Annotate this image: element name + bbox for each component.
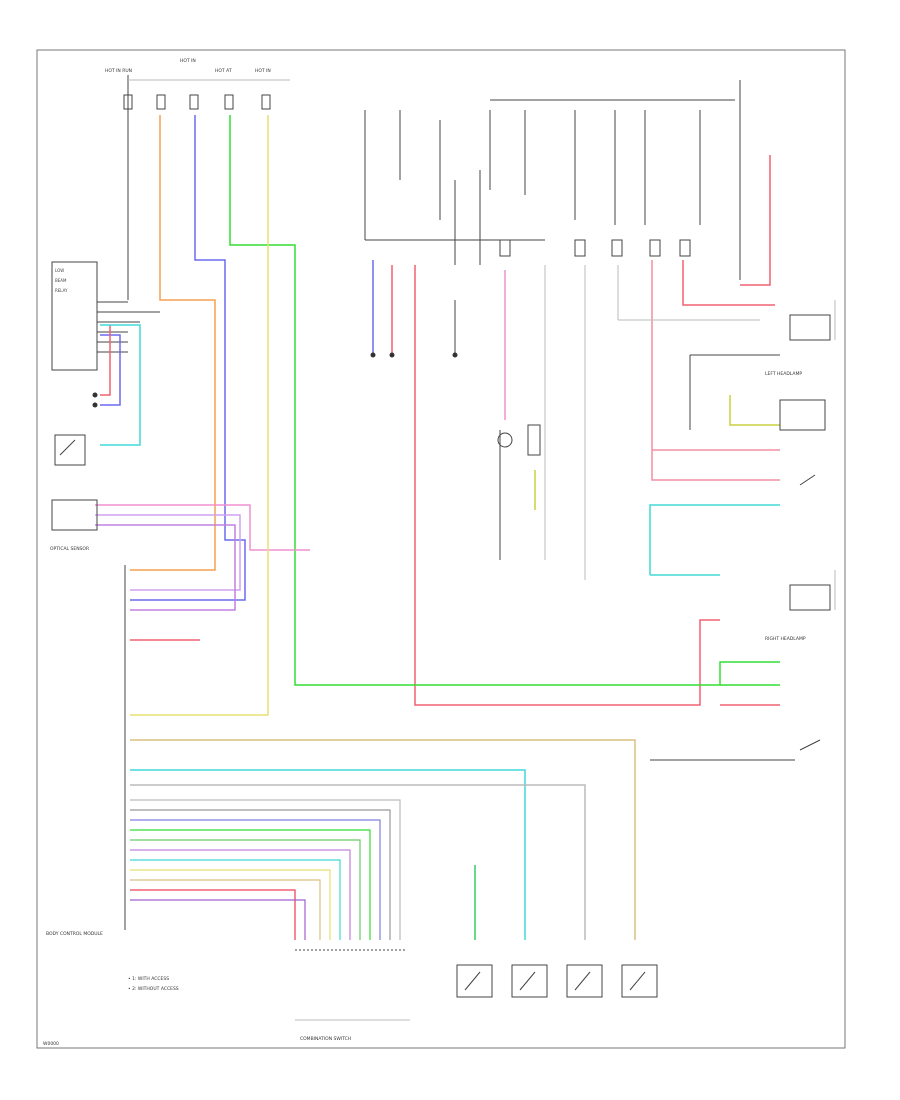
note-line-2: • 2: WITHOUT ACCESS <box>128 986 179 992</box>
bcm-connector-top: LOW BEAM RELAY <box>51 261 160 371</box>
svg-text:HOT AT: HOT AT <box>215 68 232 74</box>
label-combination-switch: COMBINATION SWITCH <box>300 1036 351 1042</box>
wire-green <box>229 115 780 686</box>
ground-symbols <box>92 352 458 408</box>
optical-sensor-block: OPTICAL SENSOR BODY CONTROL MODULE <box>46 434 126 937</box>
wire-red <box>100 325 111 396</box>
wire-orange <box>130 115 216 571</box>
svg-text:LOW: LOW <box>55 268 64 273</box>
wire-blue <box>130 115 246 601</box>
combination-switch-wires <box>130 799 410 1021</box>
fuse-group-left: HOT IN RUN HOT IN HOT AT HOT IN <box>105 58 290 300</box>
diagram-frame <box>36 49 846 1049</box>
svg-text:HOT IN: HOT IN <box>180 58 196 64</box>
note-line-1: • 1: WITH ACCESS <box>128 976 169 982</box>
wire-cyan <box>100 324 141 446</box>
label-left-headlamp: LEFT HEADLAMP <box>765 371 802 377</box>
central-relays <box>364 80 780 580</box>
right-connectors: LEFT HEADLAMP RIGHT HEADLAMP <box>650 300 836 761</box>
svg-text:HOT IN RUN: HOT IN RUN <box>105 68 132 74</box>
bottom-switches <box>456 964 658 998</box>
label-optical-sensor: OPTICAL SENSOR <box>50 546 89 552</box>
label-right-headlamp: RIGHT HEADLAMP <box>765 636 806 642</box>
svg-text:BEAM: BEAM <box>55 278 67 283</box>
label-bcm: BODY CONTROL MODULE <box>46 931 103 937</box>
footer-code: W0000 <box>43 1041 59 1047</box>
wire-yellow <box>130 115 269 716</box>
svg-text:RELAY: RELAY <box>55 288 68 293</box>
svg-text:HOT IN: HOT IN <box>255 68 271 74</box>
